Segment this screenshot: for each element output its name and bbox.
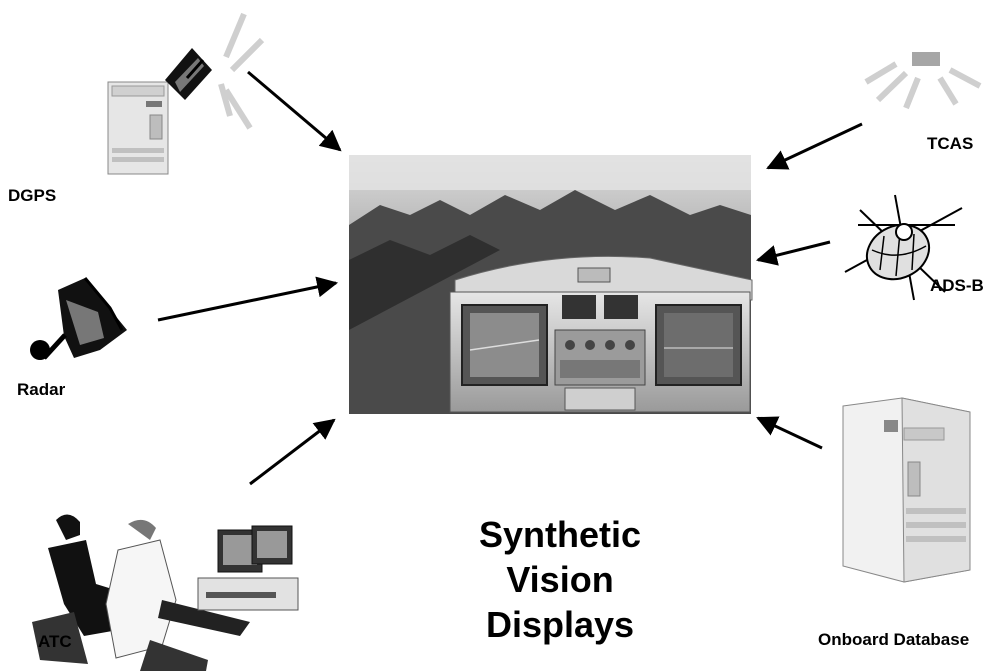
dgps-label: DGPS <box>8 186 57 205</box>
tcas-signal-icon <box>864 52 982 110</box>
adsb-satellite-icon <box>844 194 963 301</box>
title-line-2: Vision <box>506 559 614 600</box>
atc-controllers-icon <box>32 514 299 671</box>
radar-label: Radar <box>17 380 66 399</box>
adsb-label: ADS-B <box>930 276 984 295</box>
dgps-icon <box>107 12 265 175</box>
arrow-adsb <box>755 240 831 266</box>
title-line-3: Displays <box>485 604 635 645</box>
arrow-dgps <box>247 70 342 152</box>
arrow-radar <box>157 276 339 322</box>
atc-label: ATC <box>38 632 72 651</box>
onboard-database-label: Onboard Database <box>818 630 970 649</box>
radar-dish-icon <box>30 277 127 360</box>
onboard-database-server-icon <box>842 397 971 583</box>
cockpit-image <box>349 155 753 414</box>
title-line-1: Synthetic <box>478 514 642 555</box>
arrow-atc <box>249 418 336 486</box>
arrow-tcas <box>766 122 863 170</box>
diagram-title: Synthetic Vision Displays <box>440 512 680 647</box>
tcas-label: TCAS <box>927 134 974 153</box>
arrow-database <box>756 416 823 450</box>
